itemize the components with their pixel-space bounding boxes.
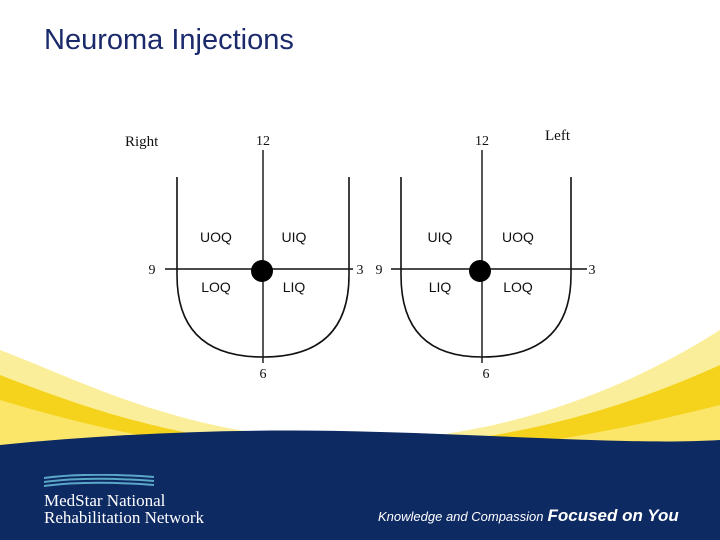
medstar-logo-icon bbox=[44, 474, 154, 487]
right-nipple-marker bbox=[251, 260, 273, 282]
left-quadrant-loq: LOQ bbox=[503, 279, 533, 295]
left-quadrant-uoq: UOQ bbox=[502, 229, 534, 245]
left-breast-diagram: 12 6 9 3 UIQ UOQ LIQ LOQ bbox=[376, 134, 596, 382]
right-side-label: Right bbox=[125, 134, 159, 150]
left-clock-9: 9 bbox=[376, 263, 383, 278]
footer-bar bbox=[0, 455, 720, 540]
right-clock-12: 12 bbox=[256, 134, 270, 149]
right-quadrant-uiq: UIQ bbox=[282, 229, 307, 245]
right-quadrant-loq: LOQ bbox=[201, 279, 231, 295]
right-quadrant-uoq: UOQ bbox=[200, 229, 232, 245]
right-breast-diagram: 12 6 9 3 UOQ UIQ LOQ LIQ bbox=[149, 134, 364, 382]
org-name-line1: MedStar National bbox=[44, 491, 166, 510]
org-name-line2: Rehabilitation Network bbox=[44, 508, 205, 527]
left-side-label: Left bbox=[545, 128, 571, 144]
left-nipple-marker bbox=[469, 260, 491, 282]
left-quadrant-liq: LIQ bbox=[429, 279, 452, 295]
left-clock-3: 3 bbox=[589, 263, 596, 278]
right-clock-6: 6 bbox=[260, 367, 267, 382]
diagram-background bbox=[115, 125, 595, 385]
right-clock-3: 3 bbox=[357, 263, 364, 278]
slide-title: Neuroma Injections bbox=[44, 24, 294, 56]
quadrant-diagram: 12 6 9 3 UOQ UIQ LOQ LIQ 12 6 9 3 UIQ UO… bbox=[115, 125, 595, 385]
left-quadrant-uiq: UIQ bbox=[428, 229, 453, 245]
left-clock-6: 6 bbox=[483, 367, 490, 382]
right-clock-9: 9 bbox=[149, 263, 156, 278]
left-clock-12: 12 bbox=[475, 134, 489, 149]
right-quadrant-liq: LIQ bbox=[283, 279, 306, 295]
tagline-light: Knowledge and Compassion bbox=[378, 509, 544, 524]
tagline-strong: Focused on You bbox=[547, 506, 679, 525]
